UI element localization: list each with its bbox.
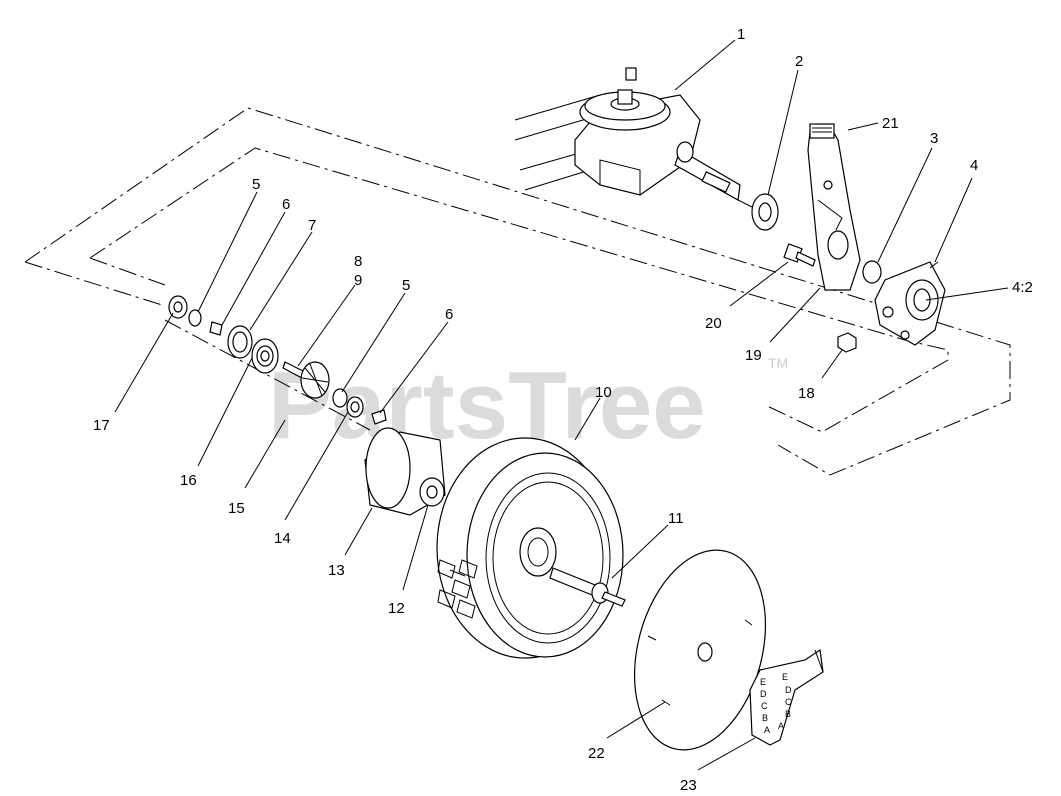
callout-20: 20 <box>705 315 722 332</box>
callout-22: 22 <box>588 745 605 762</box>
ring-part-3 <box>862 260 882 284</box>
callout-18: 18 <box>798 385 815 402</box>
callout-5-top: 5 <box>252 176 260 193</box>
letter-b: B <box>762 713 768 723</box>
height-adjuster-part-23: E D C B A E D C B A <box>749 648 824 746</box>
lever-bracket-part-19-21 <box>807 123 861 291</box>
washer-part-5 <box>332 388 348 408</box>
assembly-axis-line <box>164 319 371 431</box>
callout-15: 15 <box>228 500 245 517</box>
callout-6-mid: 6 <box>445 306 453 323</box>
assembly-boundary-inner <box>89 147 949 433</box>
assembly-boundary-inner-left <box>89 257 166 286</box>
nut-part-18 <box>837 332 857 353</box>
callout-5-mid: 5 <box>402 277 410 294</box>
callout-labels: 1 2 21 3 4 4:2 20 19 18 5 6 7 8 9 5 6 10… <box>93 26 1033 794</box>
callout-16: 16 <box>180 472 197 489</box>
letter-d: D <box>760 689 767 699</box>
letter-c2: C <box>785 697 792 707</box>
axle-part-11 <box>549 567 626 607</box>
callout-2: 2 <box>795 53 803 70</box>
letter-e: E <box>760 677 766 687</box>
letter-d2: D <box>785 685 792 695</box>
washer-part-2 <box>737 193 779 231</box>
transmission-part <box>514 67 741 201</box>
assembly-boundary-outer-left <box>24 261 163 306</box>
callout-14: 14 <box>274 530 291 547</box>
hubcap-disc-part-22 <box>633 549 767 751</box>
callout-3: 3 <box>930 130 938 147</box>
callout-8: 8 <box>354 253 362 270</box>
callout-12: 12 <box>388 600 405 617</box>
bolt-part-20 <box>783 243 816 267</box>
callout-21: 21 <box>882 115 899 132</box>
wheel-part-10 <box>436 437 624 659</box>
callout-13: 13 <box>328 562 345 579</box>
callout-23: 23 <box>680 777 697 794</box>
callout-1: 1 <box>737 26 745 43</box>
small-parts-stack <box>168 295 387 425</box>
callout-17: 17 <box>93 417 110 434</box>
callout-9: 9 <box>354 272 362 289</box>
callout-19: 19 <box>745 347 762 364</box>
letter-c: C <box>761 701 768 711</box>
callout-6-top: 6 <box>282 196 290 213</box>
assembly-boundary-outer <box>24 107 1011 476</box>
letter-a: A <box>764 725 770 735</box>
clip-part-7 <box>209 321 223 336</box>
letter-a2: A <box>778 721 784 731</box>
callout-7: 7 <box>308 217 316 234</box>
callout-11: 11 <box>668 510 684 527</box>
bearing-housing-part-4 <box>874 261 946 346</box>
callout-10: 10 <box>595 384 612 401</box>
callout-4: 4 <box>970 157 978 174</box>
letter-e2: E <box>782 672 788 682</box>
watermark-text: PartsTree <box>268 352 706 459</box>
leader-lines <box>114 39 1009 771</box>
clip-part-6 <box>371 409 387 425</box>
hub-cap-part-13 <box>364 427 446 516</box>
washer-part-6 <box>188 309 202 327</box>
callout-4-2: 4:2 <box>1012 279 1033 296</box>
letter-b2: B <box>785 709 791 719</box>
watermark-trademark: TM <box>768 355 788 371</box>
